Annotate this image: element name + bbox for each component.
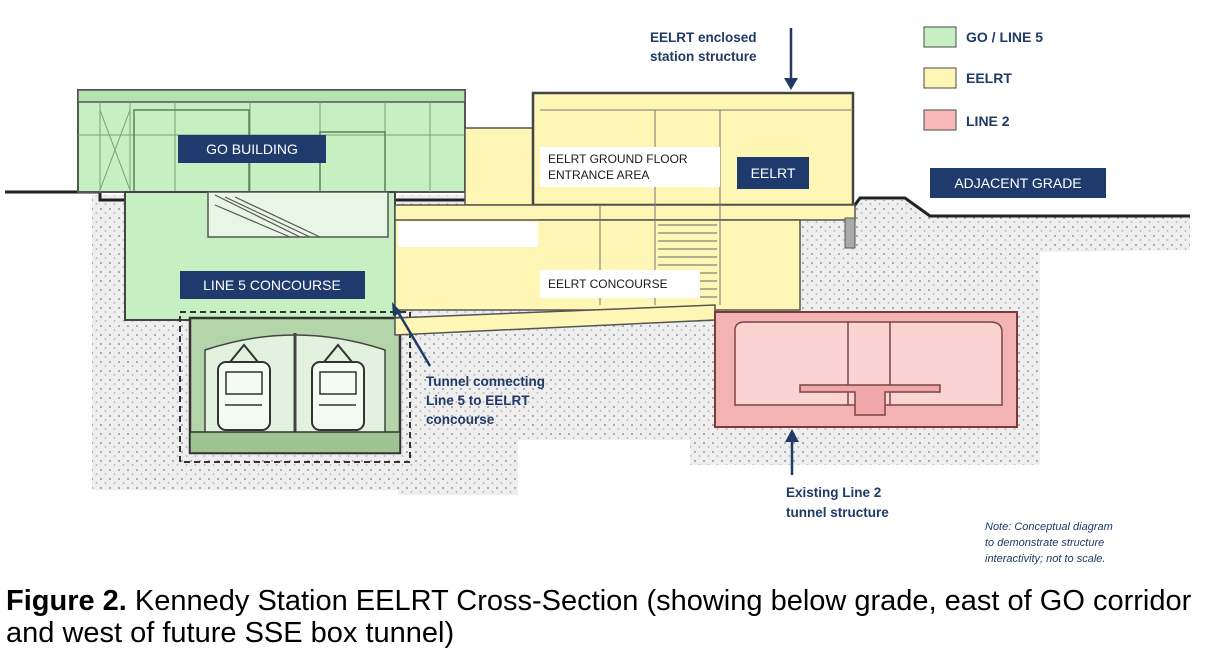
- callout-tunnel-line1: Tunnel connecting: [426, 374, 545, 389]
- arrow-down-icon: [784, 78, 798, 90]
- label-eelrt-ground-floor-line2: ENTRANCE AREA: [548, 168, 649, 182]
- note-line1: Note: Conceptual diagram: [985, 521, 1113, 533]
- legend-label-line2: LINE 2: [966, 113, 1010, 129]
- callout-tunnel-line2: Line 5 to EELRT: [426, 393, 530, 408]
- label-eelrt: EELRT: [737, 157, 809, 189]
- legend-swatch-line2: [923, 109, 957, 131]
- figure-caption-text: Kennedy Station EELRT Cross-Section (sho…: [6, 585, 1192, 649]
- legend-label-go-line5: GO / LINE 5: [966, 29, 1043, 45]
- label-line5-concourse-text: LINE 5 CONCOURSE: [203, 277, 341, 293]
- callout-enclosed-structure: EELRT enclosed station structure: [650, 28, 798, 90]
- callout-existing-line1: Existing Line 2: [786, 485, 881, 500]
- figure-caption: Figure 2. Kennedy Station EELRT Cross-Se…: [6, 585, 1211, 649]
- label-adjacent-grade-text: ADJACENT GRADE: [954, 175, 1081, 191]
- note-line3: interactivity; not to scale.: [985, 553, 1105, 565]
- line5-box-outline: [179, 311, 411, 463]
- legend-label-eelrt: EELRT: [966, 70, 1012, 86]
- legend: GO / LINE 5 EELRT LINE 2: [923, 26, 1043, 131]
- arrow-up-icon: [785, 429, 799, 442]
- label-adjacent-grade: ADJACENT GRADE: [930, 168, 1106, 198]
- arrow-up-left-icon: [392, 302, 402, 316]
- label-go-building-text: GO BUILDING: [206, 141, 298, 157]
- cross-section-diagram: GO BUILDING LINE 5 CONCOURSE EELRT ADJAC…: [5, 26, 1190, 565]
- callout-existing-line2: Existing Line 2 tunnel structure: [785, 429, 889, 520]
- train-right: [311, 343, 365, 431]
- note-line2: to demonstrate structure: [985, 537, 1104, 549]
- label-eelrt-concourse: EELRT CONCOURSE: [540, 270, 700, 298]
- line2-tunnel: [714, 311, 1018, 428]
- legend-swatch-eelrt: [923, 67, 957, 89]
- legend-swatch-go-line5: [923, 26, 957, 48]
- note: Note: Conceptual diagram to demonstrate …: [985, 521, 1113, 565]
- label-line5-concourse: LINE 5 CONCOURSE: [180, 271, 365, 299]
- figure-caption-label: Figure 2.: [6, 585, 127, 617]
- label-go-building: GO BUILDING: [178, 135, 326, 163]
- label-eelrt-concourse-text: EELRT CONCOURSE: [548, 277, 668, 291]
- callout-tunnel-line3: concourse: [426, 412, 495, 427]
- label-eelrt-text: EELRT: [751, 165, 796, 181]
- callout-enclosed-line2: station structure: [650, 49, 757, 64]
- callout-existing-line2: tunnel structure: [786, 505, 889, 520]
- callout-tunnel-connecting: Tunnel connecting Line 5 to EELRT concou…: [392, 302, 545, 427]
- label-eelrt-ground-floor-line1: EELRT GROUND FLOOR: [548, 152, 688, 166]
- callout-enclosed-line1: EELRT enclosed: [650, 30, 757, 45]
- label-eelrt-ground-floor: EELRT GROUND FLOOR ENTRANCE AREA: [540, 147, 720, 187]
- train-left: [217, 343, 271, 431]
